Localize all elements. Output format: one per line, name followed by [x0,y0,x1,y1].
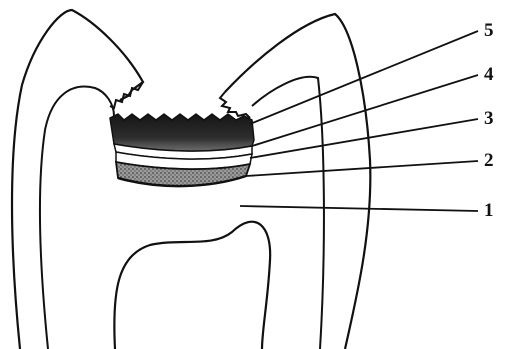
label-2: 2 [484,151,494,170]
label-5: 5 [484,21,494,40]
leader-line-1 [240,206,478,211]
label-1: 1 [484,201,494,220]
pulp-outline [40,87,114,349]
label-4: 4 [484,65,494,84]
enamel-jag-right [220,92,250,118]
leader-line-4 [252,75,478,146]
pulp-outline-right [252,77,324,349]
leader-line-3 [250,119,478,158]
label-3: 3 [484,109,494,128]
root-furcation [114,222,270,349]
leader-line-2 [246,161,478,176]
layer-5 [110,114,254,151]
tooth-outer-outline-right [225,14,370,349]
